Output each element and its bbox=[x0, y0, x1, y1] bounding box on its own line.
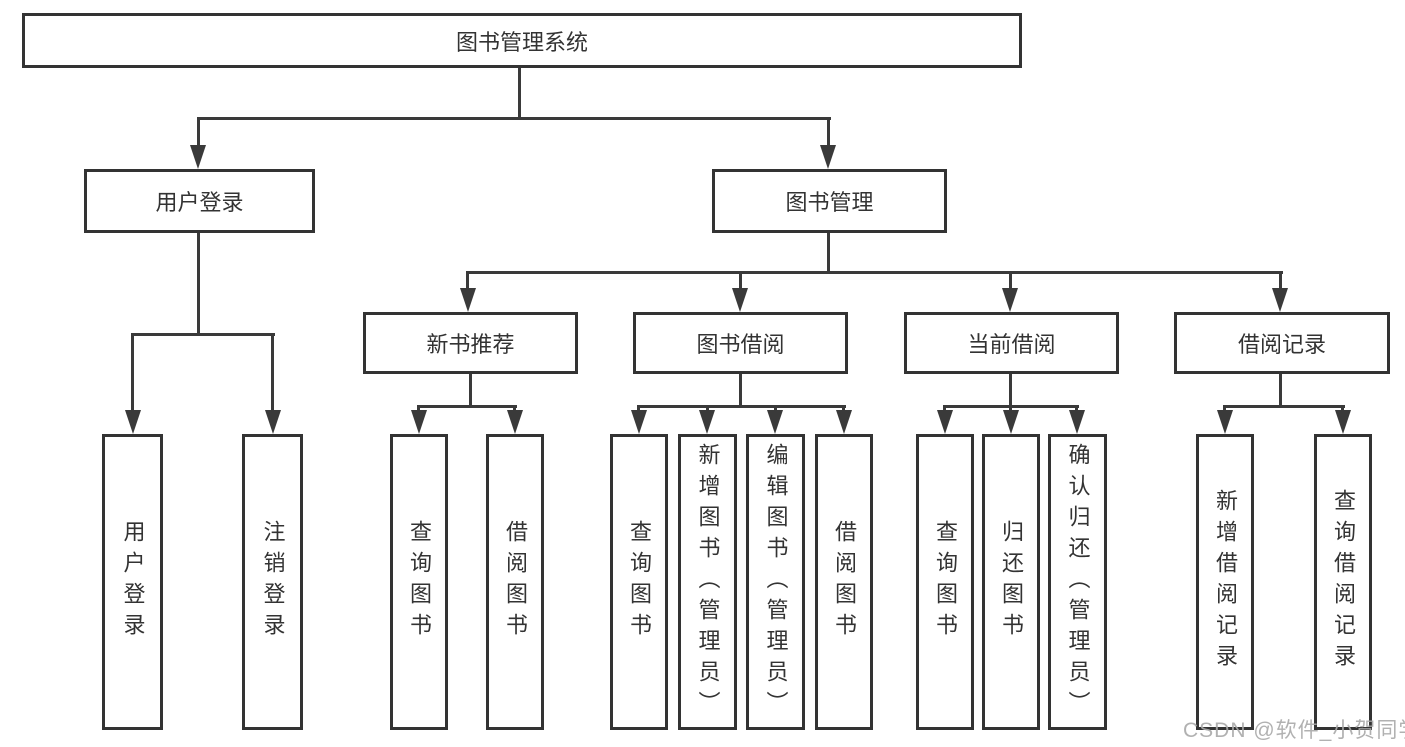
node-current-borrow: 当前借阅 bbox=[904, 312, 1119, 374]
leaf-query-borrow-record-label: 查询借阅记录 bbox=[1331, 489, 1356, 675]
arrowhead-recommend-borrow bbox=[507, 410, 523, 434]
arrowhead-borrow-edit bbox=[767, 410, 783, 434]
leaf-user-login-label: 用户登录 bbox=[120, 520, 146, 644]
leaf-query-borrow-record: 查询借阅记录 bbox=[1314, 434, 1372, 730]
connector-mgmt-drop-2 bbox=[739, 271, 742, 291]
arrowhead-borrow-borrow bbox=[836, 410, 852, 434]
leaf-user-login: 用户登录 bbox=[102, 434, 163, 730]
arrowhead-borrow-query bbox=[631, 410, 647, 434]
arrowhead-current-confirm bbox=[1069, 410, 1085, 434]
connector-login-drop-right bbox=[271, 333, 274, 413]
node-book-borrow-label: 图书借阅 bbox=[696, 332, 785, 357]
arrowhead-leaf-logout bbox=[265, 410, 281, 434]
arrowhead-borrow-records bbox=[1272, 288, 1288, 312]
leaf-return-book: 归还图书 bbox=[982, 434, 1040, 730]
leaf-logout-label: 注销登录 bbox=[260, 520, 286, 644]
connector-root-stem bbox=[518, 68, 521, 120]
connector-root-drop-right bbox=[827, 117, 830, 149]
arrowhead-current-query bbox=[937, 410, 953, 434]
leaf-edit-book-admin: 编辑图书（管理员） bbox=[746, 434, 805, 730]
connector-records-bar bbox=[1223, 405, 1345, 408]
leaf-query-books-recommend-label: 查询图书 bbox=[407, 520, 432, 644]
node-root: 图书管理系统 bbox=[22, 13, 1022, 68]
connector-borrow-stem bbox=[739, 373, 742, 408]
connector-borrow-bar bbox=[637, 405, 846, 408]
connector-mgmt-drop-3 bbox=[1009, 271, 1012, 291]
connector-mgmt-drop-4 bbox=[1279, 271, 1282, 291]
leaf-borrow-books-label: 借阅图书 bbox=[832, 520, 857, 644]
leaf-confirm-return-admin-label: 确认归还（管理员） bbox=[1065, 442, 1091, 722]
arrowhead-records-query bbox=[1335, 410, 1351, 434]
leaf-return-book-label: 归还图书 bbox=[999, 520, 1024, 644]
connector-login-drop-left bbox=[131, 333, 134, 413]
connector-root-drop-left bbox=[197, 117, 200, 149]
arrowhead-user-login bbox=[190, 145, 206, 169]
arrowhead-recommend-query bbox=[411, 410, 427, 434]
node-borrow-records-label: 借阅记录 bbox=[1237, 332, 1326, 357]
arrowhead-current-return bbox=[1003, 410, 1019, 434]
connector-root-bar bbox=[197, 117, 831, 120]
leaf-query-books-borrow: 查询图书 bbox=[610, 434, 668, 730]
connector-mgmt-drop-1 bbox=[466, 271, 469, 291]
leaf-edit-book-admin-label: 编辑图书（管理员） bbox=[763, 442, 789, 722]
node-book-borrow: 图书借阅 bbox=[633, 312, 848, 374]
node-user-login-label: 用户登录 bbox=[155, 190, 244, 215]
connector-records-stem bbox=[1279, 373, 1282, 408]
connector-recommend-stem bbox=[469, 373, 472, 408]
node-borrow-records: 借阅记录 bbox=[1174, 312, 1390, 374]
arrowhead-leaf-user-login bbox=[125, 410, 141, 434]
connector-mgmt-stem bbox=[827, 233, 830, 274]
leaf-logout: 注销登录 bbox=[242, 434, 303, 730]
node-book-management: 图书管理 bbox=[712, 169, 947, 233]
leaf-add-borrow-record: 新增借阅记录 bbox=[1196, 434, 1254, 730]
connector-recommend-bar bbox=[417, 405, 517, 408]
leaf-confirm-return-admin: 确认归还（管理员） bbox=[1048, 434, 1107, 730]
arrowhead-records-add bbox=[1217, 410, 1233, 434]
node-current-borrow-label: 当前借阅 bbox=[967, 332, 1056, 357]
leaf-add-book-admin: 新增图书（管理员） bbox=[678, 434, 737, 730]
leaf-borrow-books: 借阅图书 bbox=[815, 434, 873, 730]
leaf-borrow-books-recommend-label: 借阅图书 bbox=[503, 520, 528, 644]
leaf-query-books-current: 查询图书 bbox=[916, 434, 974, 730]
connector-current-stem bbox=[1009, 373, 1012, 408]
node-new-book-recommend: 新书推荐 bbox=[363, 312, 578, 374]
connector-login-stem bbox=[197, 233, 200, 336]
leaf-query-books-recommend: 查询图书 bbox=[390, 434, 448, 730]
leaf-add-borrow-record-label: 新增借阅记录 bbox=[1213, 489, 1238, 675]
connector-login-bar bbox=[131, 333, 275, 336]
node-book-management-label: 图书管理 bbox=[785, 190, 874, 215]
watermark: CSDN @软件_小贺同学 bbox=[1183, 719, 1405, 742]
arrowhead-current-borrow bbox=[1002, 288, 1018, 312]
node-root-label: 图书管理系统 bbox=[455, 29, 588, 55]
leaf-add-book-admin-label: 新增图书（管理员） bbox=[695, 442, 721, 722]
arrowhead-book-management bbox=[820, 145, 836, 169]
node-user-login: 用户登录 bbox=[84, 169, 315, 233]
node-new-book-recommend-label: 新书推荐 bbox=[426, 332, 515, 357]
arrowhead-borrow-add bbox=[699, 410, 715, 434]
arrowhead-book-borrow bbox=[732, 288, 748, 312]
leaf-borrow-books-recommend: 借阅图书 bbox=[486, 434, 544, 730]
leaf-query-books-current-label: 查询图书 bbox=[933, 520, 958, 644]
arrowhead-new-book-recommend bbox=[460, 288, 476, 312]
connector-mgmt-bar bbox=[466, 271, 1283, 274]
leaf-query-books-borrow-label: 查询图书 bbox=[627, 520, 652, 644]
